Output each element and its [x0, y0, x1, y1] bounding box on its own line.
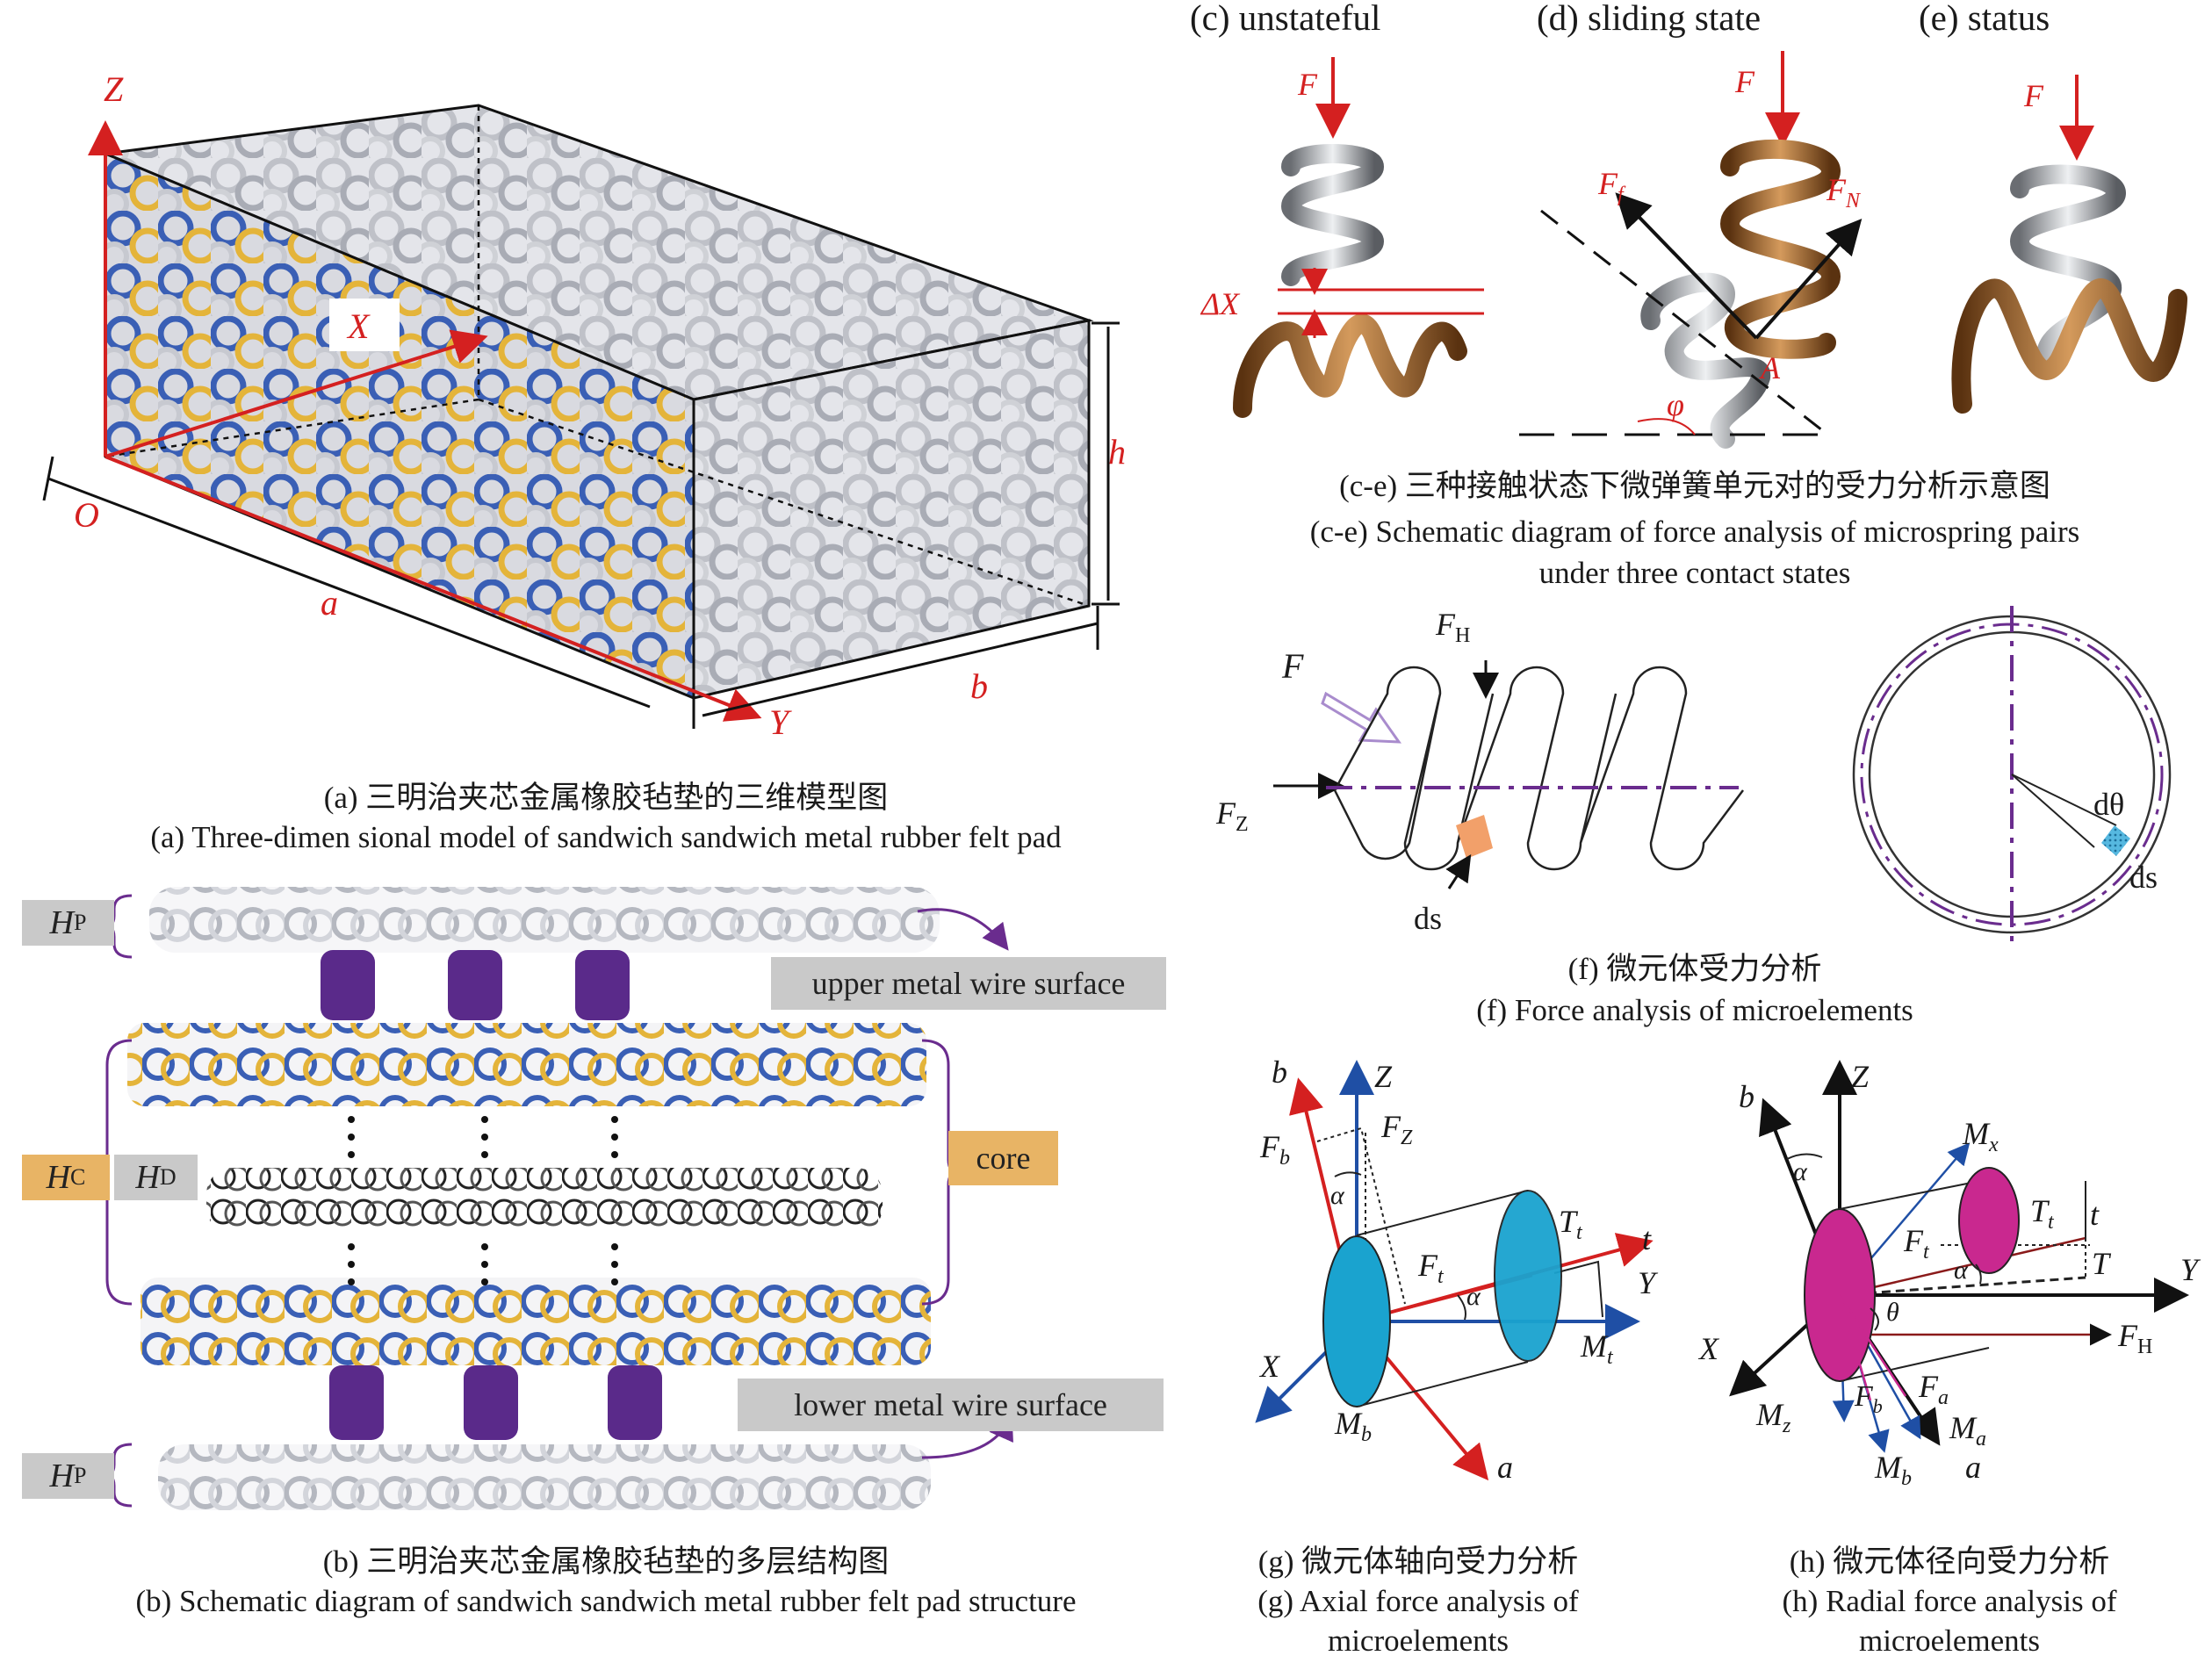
panel-b-layer-structure: [96, 887, 1013, 1510]
panel-g-caption-en-2: microelements: [1327, 1623, 1509, 1658]
panel-b-core-tag: core: [948, 1131, 1058, 1185]
panel-h-fh-label: FH: [2118, 1318, 2153, 1359]
panel-ce-caption-en-2: under three contact states: [1538, 556, 1851, 590]
panel-f-f-label: F: [1282, 646, 1304, 686]
panel-a-height-label: h: [1108, 432, 1126, 472]
panel-g-alpha-arc: [1334, 1171, 1362, 1177]
panel-h-z-label: Z: [1851, 1059, 1870, 1094]
panel-e-force-label: F: [2024, 78, 2043, 113]
panel-h-fa-label: Fa: [1919, 1369, 1949, 1410]
panel-c-delta-x-label: ΔX: [1201, 286, 1240, 321]
panel-h-alpha2-label: α: [1954, 1256, 1968, 1285]
panel-f-ds-right-label: ds: [2129, 860, 2158, 895]
panel-g-z-label: Z: [1374, 1059, 1393, 1094]
panel-g-t-label: t: [1642, 1221, 1652, 1256]
panel-h-mx-label: Mx: [1963, 1116, 1999, 1157]
panel-c-title: (c) unstateful: [1190, 0, 1381, 38]
panel-e-title: (e) status: [1919, 0, 2050, 38]
panel-h-a-label: a: [1965, 1450, 1981, 1485]
panel-f-caption-en: (f) Force analysis of microelements: [1476, 993, 1913, 1027]
panel-g-caption-en-1: (g) Axial force analysis of: [1257, 1584, 1579, 1618]
panel-f-microelement: [1273, 606, 2172, 944]
panel-a-length-label: a: [321, 583, 338, 623]
panel-a-y-axis-label: Y: [769, 702, 792, 742]
panel-g-a-label: a: [1497, 1450, 1513, 1485]
panel-d-sliding-state: [1519, 51, 1863, 449]
panel-a-width-label: b: [970, 666, 988, 706]
panel-ce-caption-en-1: (c-e) Schematic diagram of force analysi…: [1309, 515, 2080, 549]
panel-c-unstateful: [1233, 57, 1484, 418]
panel-h-x-label: X: [1699, 1331, 1718, 1366]
panel-d-force-label: F: [1735, 64, 1754, 99]
panel-g-alpha2-label: α: [1466, 1282, 1481, 1311]
panel-c-force-label: F: [1298, 67, 1317, 102]
panel-b-lower-surface-tag: lower metal wire surface: [738, 1379, 1164, 1431]
panel-g-b-label: b: [1272, 1055, 1287, 1090]
panel-h-ma-label: Ma: [1949, 1410, 1986, 1451]
panel-f-fh-label: FH: [1436, 607, 1471, 648]
panel-a-x-axis-label: X: [346, 306, 371, 346]
panel-h-caption-en-1: (h) Radial force analysis of: [1782, 1584, 2117, 1618]
panel-g-ft-label: Ft: [1418, 1248, 1444, 1289]
panel-a-origin-label: O: [74, 495, 99, 535]
panel-h-alpha1-label: α: [1793, 1157, 1807, 1186]
panel-ce-caption-cn: (c-e) 三种接触状态下微弹簧单元对的受力分析示意图: [1339, 469, 2050, 503]
panel-g-caption-cn: (g) 微元体轴向受力分析: [1257, 1544, 1579, 1579]
panel-h-radial-force: [1729, 1060, 2189, 1453]
panel-d-point-a-label: A: [1761, 350, 1780, 385]
panel-a-z-axis-label: Z: [104, 69, 124, 109]
panel-g-mt-label: Mt: [1581, 1328, 1613, 1370]
panel-b-caption-cn: (b) 三明治夹芯金属橡胶毡垫的多层结构图: [322, 1544, 890, 1579]
panel-h-y-label: Y: [2180, 1252, 2199, 1287]
panel-g-mb-label: Mb: [1335, 1406, 1372, 1447]
panel-h-caption-cn: (h) 微元体径向受力分析: [1789, 1544, 2110, 1579]
panel-h-caption-en-2: microelements: [1858, 1623, 2041, 1658]
panel-e-status: [1951, 75, 2187, 414]
panel-b-upper-surface-tag: upper metal wire surface: [771, 957, 1166, 1010]
panel-g-alpha1-label: α: [1330, 1181, 1344, 1210]
panel-h-t-label: t: [2090, 1197, 2100, 1232]
panel-h-tt-label: Tt: [2030, 1193, 2054, 1235]
panel-d-title: (d) sliding state: [1537, 0, 1762, 38]
panel-b-caption-en: (b) Schematic diagram of sandwich sandwi…: [135, 1584, 1077, 1618]
panel-g-tt-label: Tt: [1559, 1204, 1582, 1245]
panel-h-theta-label: θ: [1886, 1298, 1899, 1327]
panel-d-friction-label: Ff: [1598, 166, 1624, 207]
panel-g-y-label: Y: [1638, 1265, 1656, 1300]
panel-f-fz-label: FZ: [1216, 796, 1249, 837]
panel-g-fz-label: FZ: [1381, 1109, 1413, 1150]
panel-h-mb-label: Mb: [1875, 1450, 1912, 1491]
panel-f-dtheta-label: dθ: [2093, 787, 2125, 822]
panel-f-ds-left-label: ds: [1414, 901, 1443, 936]
panel-g-fb-label: Fb: [1260, 1129, 1290, 1170]
panel-h-T-label: T: [2092, 1246, 2110, 1281]
panel-d-phi-label: φ: [1667, 387, 1684, 422]
panel-h-mz-label: Mz: [1756, 1397, 1791, 1438]
panel-a-caption-en: (a) Three-dimen sional model of sandwich…: [150, 820, 1062, 854]
panel-a-3d-model: [42, 104, 1120, 729]
panel-d-normal-label: FN: [1827, 172, 1861, 213]
panel-h-ft-label: Ft: [1904, 1223, 1929, 1264]
panel-h-b-label: b: [1739, 1079, 1754, 1114]
panel-g-x-label: X: [1260, 1349, 1279, 1384]
panel-f-caption-cn: (f) 微元体受力分析: [1567, 952, 1822, 986]
panel-h-fb-label: Fb: [1855, 1380, 1883, 1417]
panel-g-axial-force: [1255, 1060, 1654, 1481]
panel-a-caption-cn: (a) 三明治夹芯金属橡胶毡垫的三维模型图: [323, 781, 889, 815]
